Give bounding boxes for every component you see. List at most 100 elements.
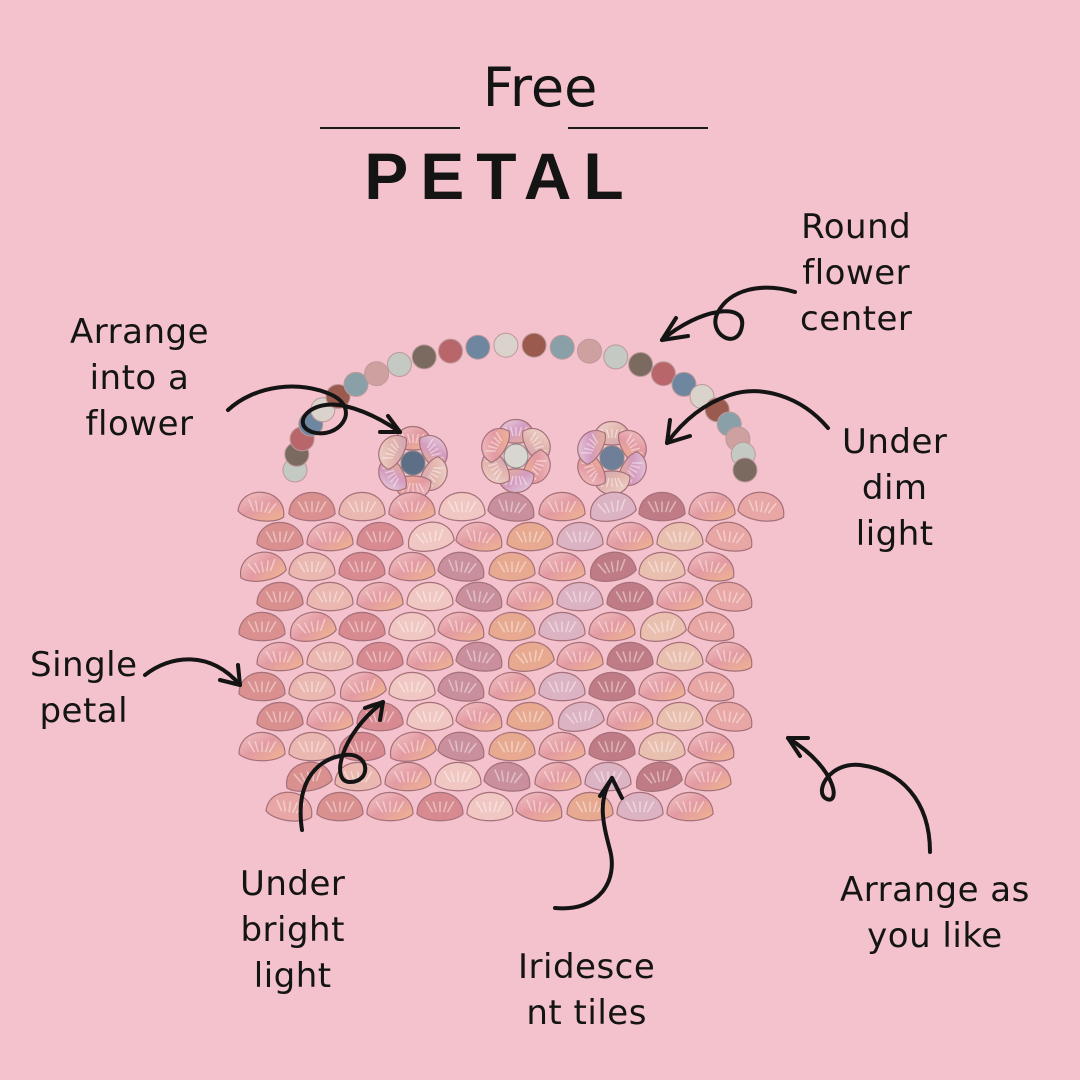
petal-ridge	[529, 431, 537, 442]
petal-ridge	[603, 502, 611, 514]
petal-tile	[688, 491, 736, 522]
petal-ridge	[463, 682, 471, 693]
petal-ridge	[432, 591, 438, 603]
petal-ridge	[510, 501, 514, 513]
petal-ridge	[478, 591, 482, 603]
petal-ridge	[568, 681, 577, 693]
petal-ridge	[436, 711, 445, 723]
petal-ridge	[332, 531, 338, 543]
petal-ridge	[735, 592, 745, 604]
petal-tile	[240, 551, 287, 582]
petal-ridge	[698, 679, 705, 692]
petal-ridge	[336, 531, 345, 543]
petal-ridge	[347, 561, 356, 573]
petal-ridge	[247, 741, 256, 753]
petal-ridge	[364, 771, 373, 783]
label-arrange-flower: Arrange into a flower	[70, 312, 210, 444]
petal-tile	[366, 791, 414, 822]
petal-ridge	[332, 711, 338, 723]
petal-ridge	[382, 591, 388, 603]
label-bright-light: Under bright light	[240, 864, 346, 996]
arrow-round-center	[660, 285, 797, 342]
petal-ridge	[604, 621, 610, 633]
petal-ridge	[365, 711, 374, 723]
arrowhead-single-petal	[218, 663, 242, 687]
petal-ridge	[286, 711, 295, 723]
title-petal: PETAL	[364, 139, 636, 213]
petal-ridge	[722, 710, 727, 722]
petal-ridge	[522, 711, 528, 723]
petal-ridge	[463, 562, 471, 573]
petal-ridge	[514, 681, 520, 693]
petal-ridge	[534, 650, 537, 662]
petal-tile	[538, 671, 586, 702]
petal-ridge	[464, 501, 470, 513]
petal-tile	[288, 491, 336, 522]
petal-ridge	[288, 801, 292, 813]
petal-tile	[288, 731, 336, 762]
petal-ridge	[318, 741, 327, 753]
petal-tile	[356, 521, 404, 552]
petal-ridge	[692, 801, 698, 813]
petal-ridge	[431, 452, 442, 457]
petal-tile	[506, 521, 554, 552]
petal-ridge	[710, 561, 714, 573]
petal-ridge	[415, 482, 420, 493]
petal-ridge	[310, 621, 314, 633]
petal-tile	[388, 611, 436, 642]
petal-ridge	[554, 741, 560, 753]
petal-ridge	[513, 502, 521, 513]
petal-ridge	[538, 801, 542, 813]
petal-ridge	[654, 501, 660, 513]
petal-ridge	[468, 501, 477, 513]
petal-tile	[437, 671, 485, 702]
petal-ridge	[571, 712, 579, 724]
petal-ridge	[386, 711, 395, 723]
petal-ridge	[697, 501, 706, 513]
petal-ridge	[428, 531, 432, 543]
petal-ridge	[431, 469, 442, 474]
petal-ridge	[560, 771, 566, 783]
petal-tile	[288, 671, 336, 702]
petal-ridge	[414, 621, 420, 633]
petal-ridge	[717, 562, 727, 574]
petal-ridge	[698, 739, 705, 752]
petal-tile	[437, 731, 485, 762]
petal-ridge	[717, 622, 727, 634]
petal-tile	[455, 521, 503, 552]
petal-tile	[538, 551, 586, 582]
petal-ridge	[514, 741, 520, 753]
petal-ridge	[382, 711, 388, 723]
petal-ridge	[735, 652, 745, 664]
petal-ridge	[316, 620, 319, 632]
petal-ridge	[728, 591, 732, 603]
petal-ridge	[586, 651, 595, 663]
petal-ridge	[518, 621, 527, 633]
petal-ridge	[622, 591, 628, 603]
petal-tile	[481, 428, 511, 463]
petal-ridge	[414, 771, 423, 783]
petal-ridge	[586, 591, 595, 603]
petal-ridge	[716, 709, 723, 722]
petal-ridge	[649, 772, 657, 784]
petal-ridge	[382, 457, 393, 459]
petal-ridge	[531, 436, 539, 445]
petal-ridge	[664, 501, 670, 513]
petal-tile	[306, 521, 354, 552]
petal-ridge	[547, 681, 556, 693]
petal-ridge	[495, 431, 503, 442]
petal-tile	[356, 581, 404, 612]
petal-ridge	[532, 440, 542, 447]
petal-ridge	[318, 681, 327, 693]
petal-ridge	[547, 741, 556, 753]
petal-ridge	[418, 621, 427, 633]
petal-tile	[538, 491, 586, 522]
petal-tile	[378, 435, 408, 470]
petal-ridge	[467, 562, 477, 574]
petal-tile	[616, 791, 664, 822]
petal-ridge	[460, 561, 464, 573]
petal-ridge	[325, 801, 334, 813]
petal-tile	[455, 581, 503, 612]
petal-ridge	[622, 531, 628, 543]
